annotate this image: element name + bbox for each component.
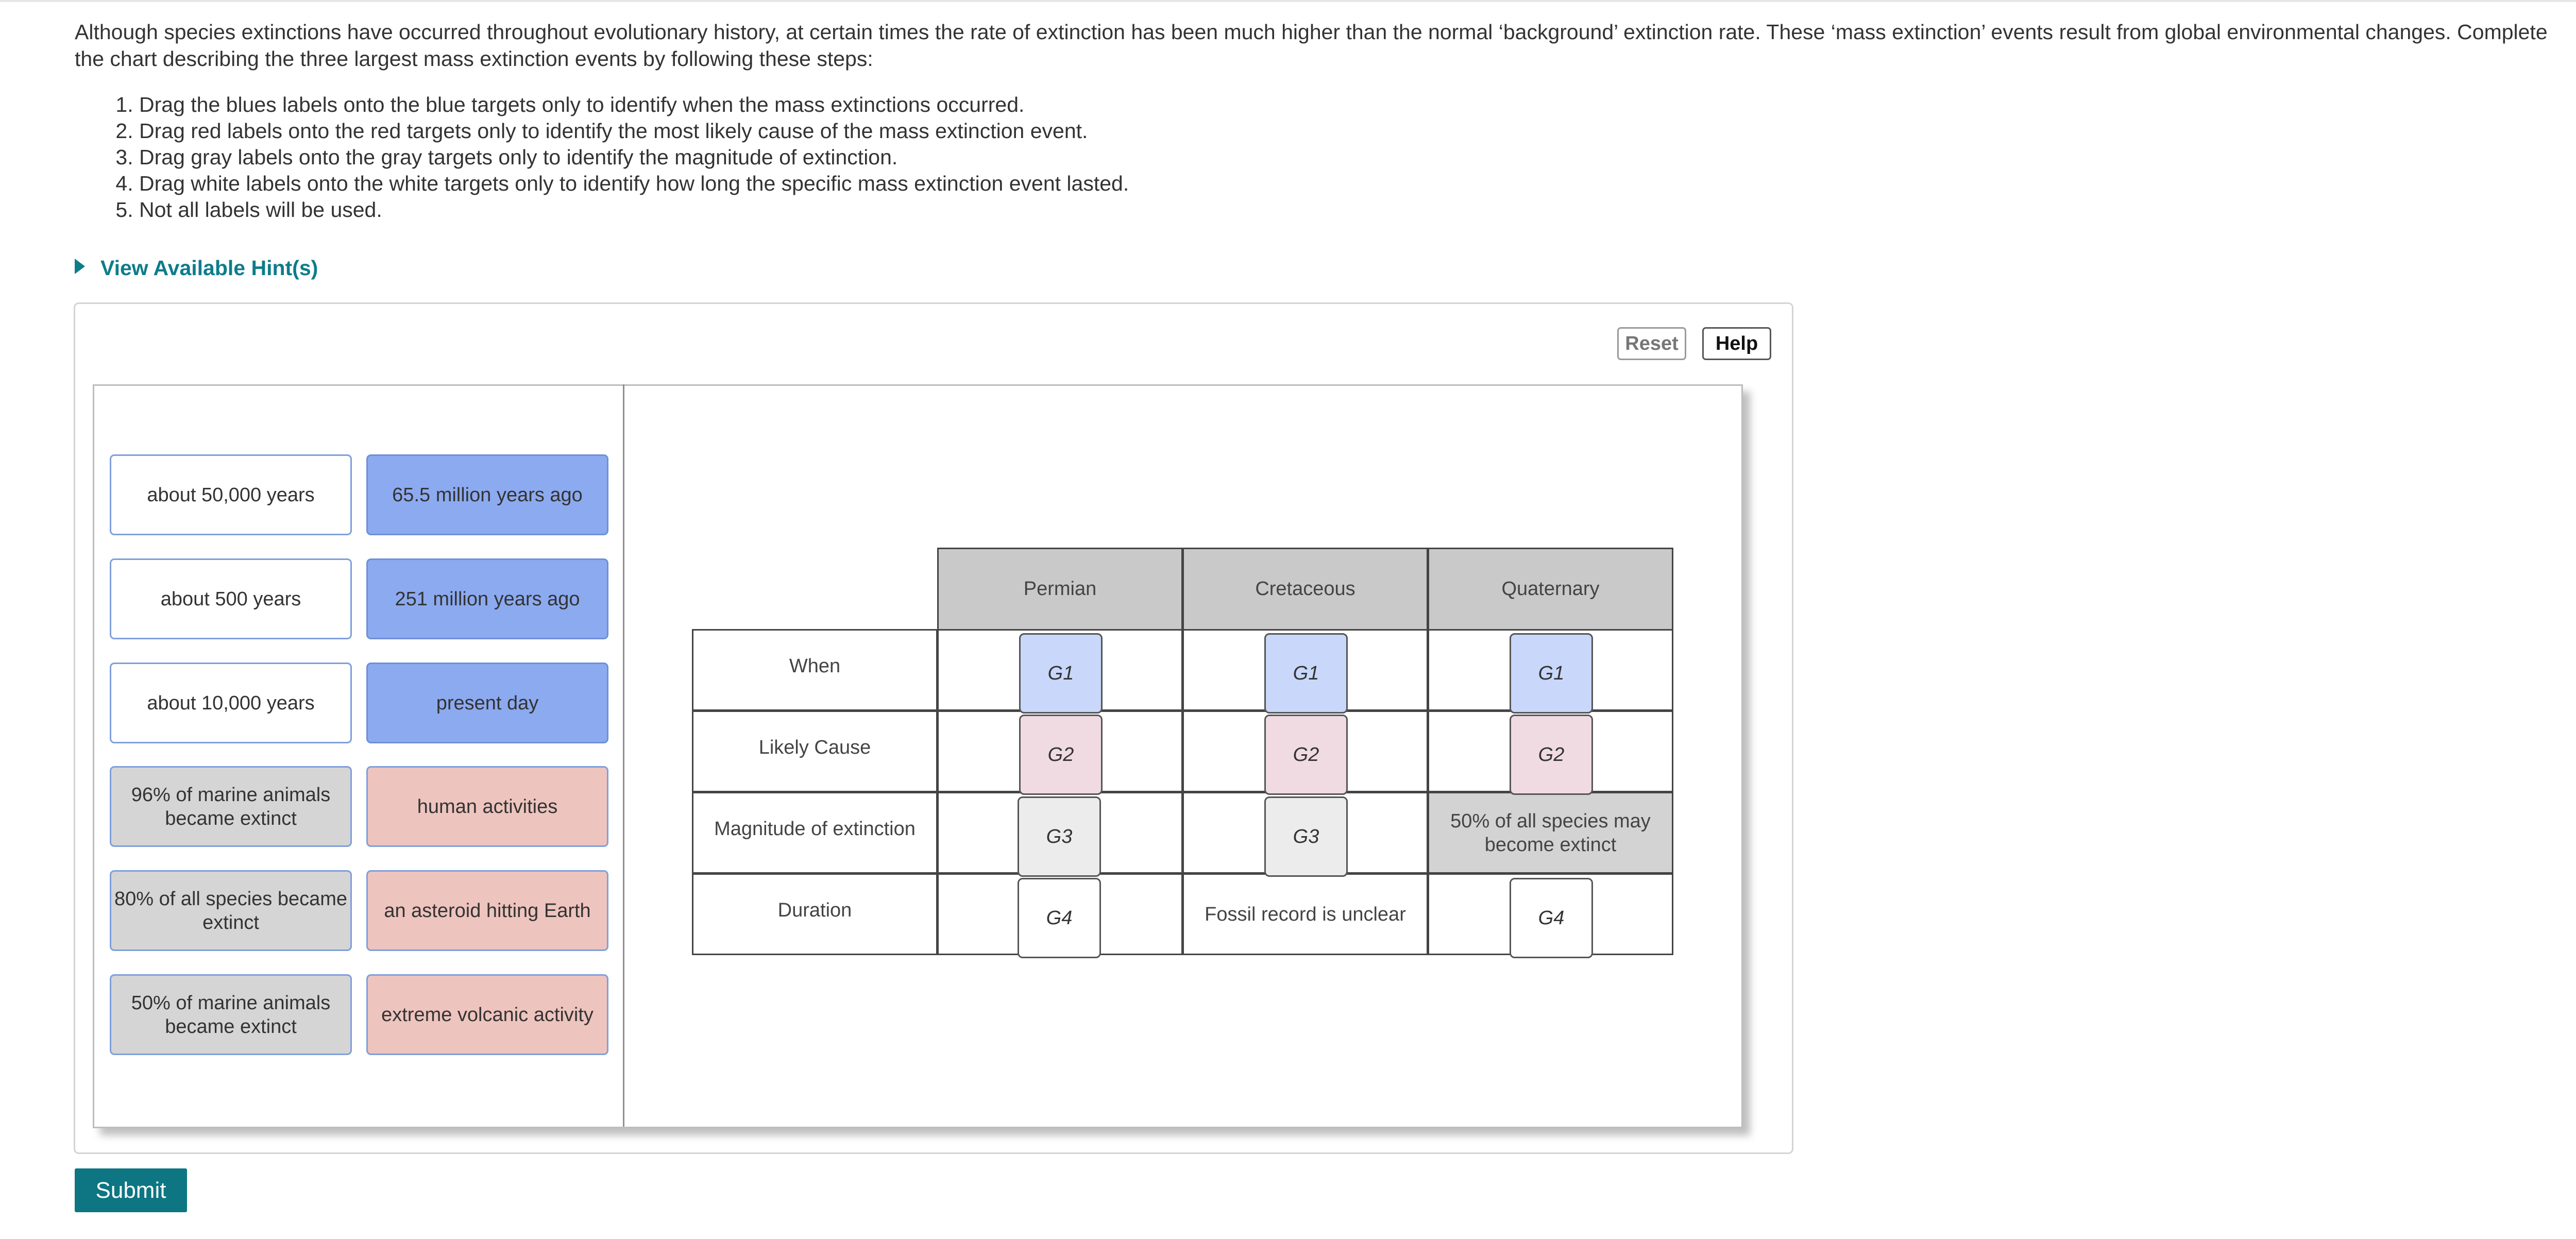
cell-cretaceous-duration: Fossil record is unclear <box>1182 873 1428 955</box>
target-permian-when[interactable]: G1 <box>1019 633 1103 714</box>
caret-right-icon <box>75 259 85 274</box>
help-button[interactable]: Help <box>1702 327 1771 360</box>
instruction-steps: Drag the blues labels onto the blue targ… <box>103 92 1129 223</box>
drag-label-when[interactable]: present day <box>366 663 608 743</box>
view-hints-link[interactable]: View Available Hint(s) <box>75 254 318 281</box>
drag-label-magnitude[interactable]: 96% of marine animals became extinct <box>110 766 352 847</box>
reset-button[interactable]: Reset <box>1617 327 1686 360</box>
target-quaternary-when[interactable]: G1 <box>1510 633 1593 714</box>
step-item: Not all labels will be used. <box>139 197 1129 223</box>
row-label-text: When <box>789 655 841 677</box>
drag-label-magnitude[interactable]: 80% of all species became extinct <box>110 870 352 951</box>
target-permian-magnitude[interactable]: G3 <box>1018 796 1101 877</box>
drag-label-cause[interactable]: extreme volcanic activity <box>366 974 608 1055</box>
target-cretaceous-magnitude[interactable]: G3 <box>1264 796 1348 877</box>
row-label-cause: Likely Cause <box>692 710 938 792</box>
row-label-text: Magnitude of extinction <box>714 818 916 840</box>
drag-label-cause[interactable]: an asteroid hitting Earth <box>366 870 608 951</box>
target-quaternary-cause[interactable]: G2 <box>1510 715 1593 795</box>
column-header-permian: Permian <box>937 548 1183 631</box>
drag-label-when[interactable]: 251 million years ago <box>366 558 608 639</box>
step-item: Drag gray labels onto the gray targets o… <box>139 144 1129 171</box>
drag-label-cause[interactable]: human activities <box>366 766 608 847</box>
intro-text: Although species extinctions have occurr… <box>75 20 2548 71</box>
drag-label-duration[interactable]: about 500 years <box>110 558 352 639</box>
target-quaternary-duration[interactable]: G4 <box>1510 878 1593 958</box>
drag-label-when[interactable]: 65.5 million years ago <box>366 454 608 535</box>
row-label-text: Duration <box>777 899 852 921</box>
step-item: Drag the blues labels onto the blue targ… <box>139 92 1129 118</box>
cell-quaternary-magnitude: 50% of all species may become extinct <box>1428 792 1673 874</box>
step-item: Drag red labels onto the red targets onl… <box>139 118 1129 144</box>
row-label-when: When <box>692 629 938 711</box>
extinction-table: Permian Cretaceous Quaternary When Likel… <box>692 548 1673 959</box>
submit-button[interactable]: Submit <box>75 1168 187 1212</box>
top-border <box>0 0 2576 2</box>
step-item: Drag white labels onto the white targets… <box>139 171 1129 197</box>
drag-label-duration[interactable]: about 50,000 years <box>110 454 352 535</box>
label-bank-divider <box>623 384 624 1127</box>
target-cretaceous-when[interactable]: G1 <box>1264 633 1348 714</box>
target-cretaceous-cause[interactable]: G2 <box>1264 715 1348 795</box>
target-permian-duration[interactable]: G4 <box>1018 878 1101 958</box>
row-label-duration: Duration <box>692 873 938 955</box>
drag-label-duration[interactable]: about 10,000 years <box>110 663 352 743</box>
target-permian-cause[interactable]: G2 <box>1019 715 1103 795</box>
view-hints-label: View Available Hint(s) <box>100 256 318 280</box>
column-header-quaternary: Quaternary <box>1428 548 1673 631</box>
row-label-magnitude: Magnitude of extinction <box>692 792 938 874</box>
row-label-text: Likely Cause <box>758 736 871 758</box>
drag-label-magnitude[interactable]: 50% of marine animals became extinct <box>110 974 352 1055</box>
column-header-cretaceous: Cretaceous <box>1182 548 1428 631</box>
